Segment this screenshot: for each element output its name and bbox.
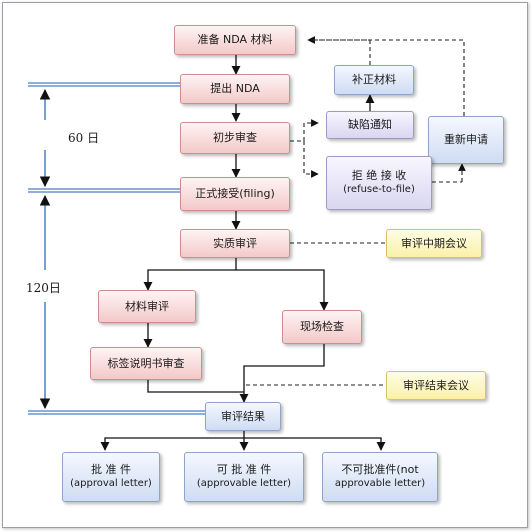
node-not-approvable-letter: 不可批准件(not approvable letter) [322, 452, 438, 502]
node-deficiency-notice: 缺陷通知 [326, 111, 414, 139]
line-label-merge [147, 380, 244, 393]
node-site-inspection: 现场检查 [282, 310, 362, 344]
node-supplement: 补正材料 [334, 65, 414, 95]
timeline [28, 82, 205, 415]
approval-sublabel: (approval letter) [70, 478, 152, 489]
dashed-initial-to-refuse [303, 141, 319, 178]
node-reapply: 重新申请 [428, 116, 504, 164]
arrow-result-to-approval [100, 431, 245, 451]
arrow-substantive-to-site [236, 269, 329, 311]
node-midcycle-meeting: 审评中期会议 [386, 229, 482, 258]
arrow-substantive-split [143, 258, 237, 291]
not-approvable-sublabel: approvable letter) [334, 478, 426, 489]
node-review-result: 审评结果 [205, 402, 281, 431]
refuse-sublabel: (refuse-to-file) [343, 184, 415, 195]
node-refuse-to-file: 拒 绝 接 收 (refuse-to-file) [326, 156, 432, 210]
approval-label: 批 准 件 [91, 463, 131, 476]
node-initial-review: 初步审查 [180, 122, 290, 154]
refuse-label: 拒 绝 接 收 [351, 169, 407, 182]
node-formal-accept: 正式接受(filing) [180, 177, 290, 211]
node-approvable-letter: 可 批 准 件 (approvable letter) [184, 452, 304, 502]
timeline-label-60: 60 日 [68, 131, 100, 145]
timeline-label-120: 120日 [26, 281, 61, 295]
node-final-meeting: 审评结束会议 [386, 371, 486, 400]
dashed-initial-to-deficiency [290, 119, 319, 142]
node-submit-nda: 提出 NDA [180, 74, 290, 104]
node-prepare-nda: 准备 NDA 材料 [174, 25, 296, 55]
node-label-review: 标签说明书审查 [90, 347, 202, 380]
node-approval-letter: 批 准 件 (approval letter) [62, 452, 160, 502]
approvable-label: 可 批 准 件 [216, 463, 272, 476]
line-site-merge [243, 344, 325, 392]
arrow-result-to-not-approvable [244, 437, 386, 451]
approvable-sublabel: (approvable letter) [196, 478, 292, 489]
node-material-review: 材料审评 [98, 290, 196, 323]
dashed-supplement-to-prepare [307, 36, 371, 65]
main-flow [100, 55, 386, 451]
dashed-flow [246, 36, 466, 386]
node-substantive-review: 实质审评 [180, 229, 290, 258]
not-approvable-label: 不可批准件(not [341, 463, 419, 476]
